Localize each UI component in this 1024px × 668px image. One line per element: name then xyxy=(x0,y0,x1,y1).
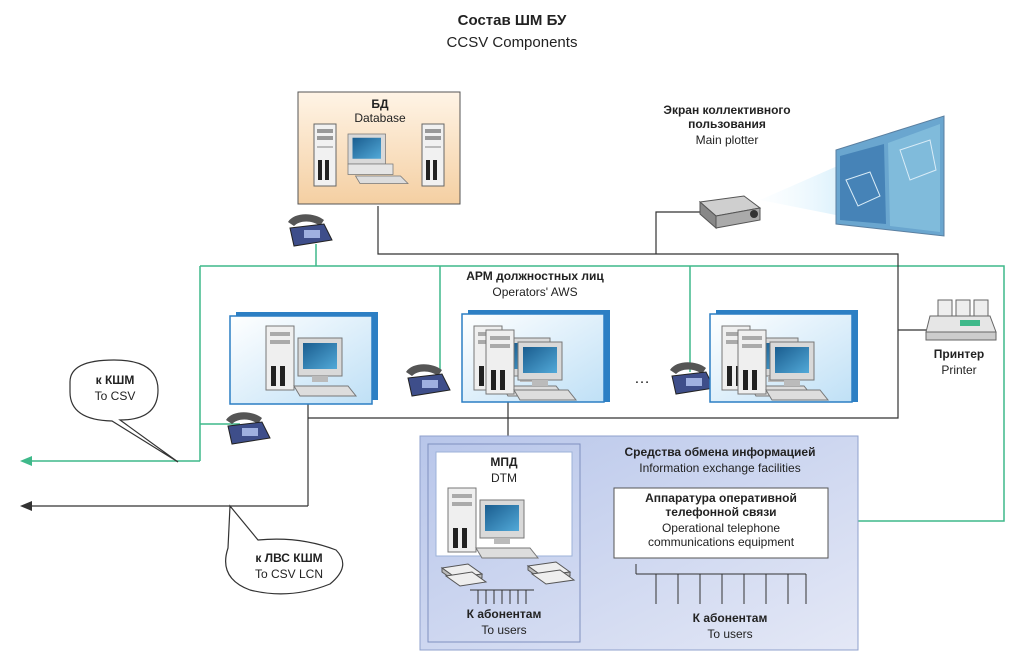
workstation-icon xyxy=(347,133,409,184)
dtm-users-label-en: To users xyxy=(481,623,527,637)
aws-card-3 xyxy=(709,310,858,403)
modem-icon xyxy=(440,563,488,587)
exchange-label-ru: Средства обмена информацией xyxy=(624,445,816,459)
printer-label-ru: Принтер xyxy=(933,347,985,361)
aws-card-2 xyxy=(461,310,610,403)
dtm-box xyxy=(427,443,581,643)
printer-icon xyxy=(925,299,997,341)
to-csv-lcn-label-ru: к ЛВС КШМ xyxy=(255,551,323,565)
printer-label-en: Printer xyxy=(941,363,977,377)
exchange-label-en: Information exchange facilities xyxy=(639,461,801,475)
telephone-label-en-2: communications equipment xyxy=(647,535,795,549)
telephone-equipment-box xyxy=(613,487,829,559)
telephone-label-ru-1: Аппаратура оперативной xyxy=(645,491,797,505)
projector-icon xyxy=(698,195,762,230)
telephone-label-en-1: Operational telephone xyxy=(661,521,781,535)
plotter-label-ru-2: пользования xyxy=(688,117,766,131)
telephone-user-lines xyxy=(635,564,807,604)
plotter-label-ru-1: Экран коллективного xyxy=(663,103,791,117)
aws-ellipsis: … xyxy=(634,370,650,387)
dtm-label-en: DTM xyxy=(491,471,517,485)
telephone-icon xyxy=(669,361,715,395)
telephone-icon xyxy=(405,363,451,397)
database-label-en: Database xyxy=(354,111,406,125)
modem-icon xyxy=(526,561,576,585)
to-csv-lcn-bubble xyxy=(225,504,344,595)
telephone-users-label-en: To users xyxy=(707,627,753,641)
plotter-label-en: Main plotter xyxy=(695,133,759,147)
telephone-icon xyxy=(225,411,271,445)
dtm-label-ru: МПД xyxy=(490,455,518,469)
to-csv-label-ru: к КШМ xyxy=(95,373,135,387)
to-csv-bubble xyxy=(69,359,179,463)
aws-label-en: Operators' AWS xyxy=(492,285,578,299)
telephone-label-ru-2: телефонной связи xyxy=(665,505,777,519)
diagram-title-ru: Состав ШМ БУ xyxy=(457,12,567,29)
connection-lines xyxy=(20,206,1005,522)
dtm-user-lines xyxy=(470,589,534,604)
aws-card-1 xyxy=(229,312,378,405)
diagram-title-en: CCSV Components xyxy=(446,34,578,51)
database-label-ru: БД xyxy=(371,97,389,111)
to-csv-label-en: To CSV xyxy=(94,389,136,403)
server-icon xyxy=(421,123,445,187)
server-icon xyxy=(313,123,337,187)
to-csv-lcn-label-en: To CSV LCN xyxy=(254,567,324,581)
aws-label-ru: АРМ должностных лиц xyxy=(466,269,604,283)
dtm-users-label-ru: К абонентам xyxy=(466,607,542,621)
main-plotter-screen xyxy=(835,115,945,237)
telephone-icon xyxy=(287,213,333,247)
telephone-users-label-ru: К абонентам xyxy=(692,611,768,625)
